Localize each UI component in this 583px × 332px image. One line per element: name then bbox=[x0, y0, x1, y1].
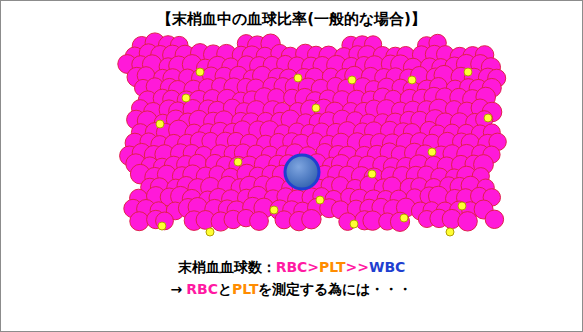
note-text: >> bbox=[346, 259, 369, 275]
platelet bbox=[196, 68, 204, 76]
red-cell bbox=[130, 212, 149, 231]
platelet bbox=[484, 114, 492, 122]
note-text: WBC bbox=[369, 259, 405, 275]
note-text: > bbox=[307, 259, 319, 275]
note-text: → bbox=[171, 281, 183, 297]
note-line: 末梢血血球数：RBC>PLT>>WBC bbox=[0, 259, 583, 277]
note-text: 末梢血血球数： bbox=[178, 259, 276, 275]
platelet bbox=[464, 68, 472, 76]
platelet bbox=[158, 222, 166, 230]
platelet bbox=[156, 120, 164, 128]
platelet-group bbox=[156, 68, 492, 236]
platelet bbox=[368, 170, 376, 178]
platelet bbox=[206, 228, 214, 236]
platelet bbox=[316, 196, 324, 204]
note-text: RBC bbox=[186, 281, 218, 297]
note-text: を測定する為には・・・ bbox=[258, 281, 412, 297]
platelet bbox=[182, 94, 190, 102]
red-cell-group bbox=[118, 33, 507, 232]
platelet bbox=[408, 76, 416, 84]
note-line: →RBCとPLTを測定する為には・・・ bbox=[0, 281, 583, 299]
platelet bbox=[234, 158, 242, 166]
platelet bbox=[348, 76, 356, 84]
platelet bbox=[294, 74, 302, 82]
red-cell bbox=[302, 210, 321, 229]
red-cell bbox=[156, 212, 174, 230]
platelet bbox=[428, 148, 436, 156]
red-cell bbox=[485, 210, 503, 228]
note-text: と bbox=[218, 281, 232, 297]
platelet bbox=[350, 220, 358, 228]
note-text: PLT bbox=[232, 281, 258, 297]
red-cell bbox=[250, 212, 269, 231]
platelet bbox=[458, 202, 466, 210]
platelet bbox=[446, 228, 454, 236]
red-cell bbox=[458, 212, 477, 231]
platelet bbox=[312, 104, 320, 112]
red-cell bbox=[390, 212, 409, 231]
note-text: PLT bbox=[319, 259, 345, 275]
platelet bbox=[400, 214, 408, 222]
note-text: RBC bbox=[276, 259, 308, 275]
white-cell bbox=[285, 155, 319, 189]
platelet bbox=[270, 206, 278, 214]
diagram-title: 【末梢血中の血球比率(一般的な場合)】 bbox=[0, 10, 583, 29]
